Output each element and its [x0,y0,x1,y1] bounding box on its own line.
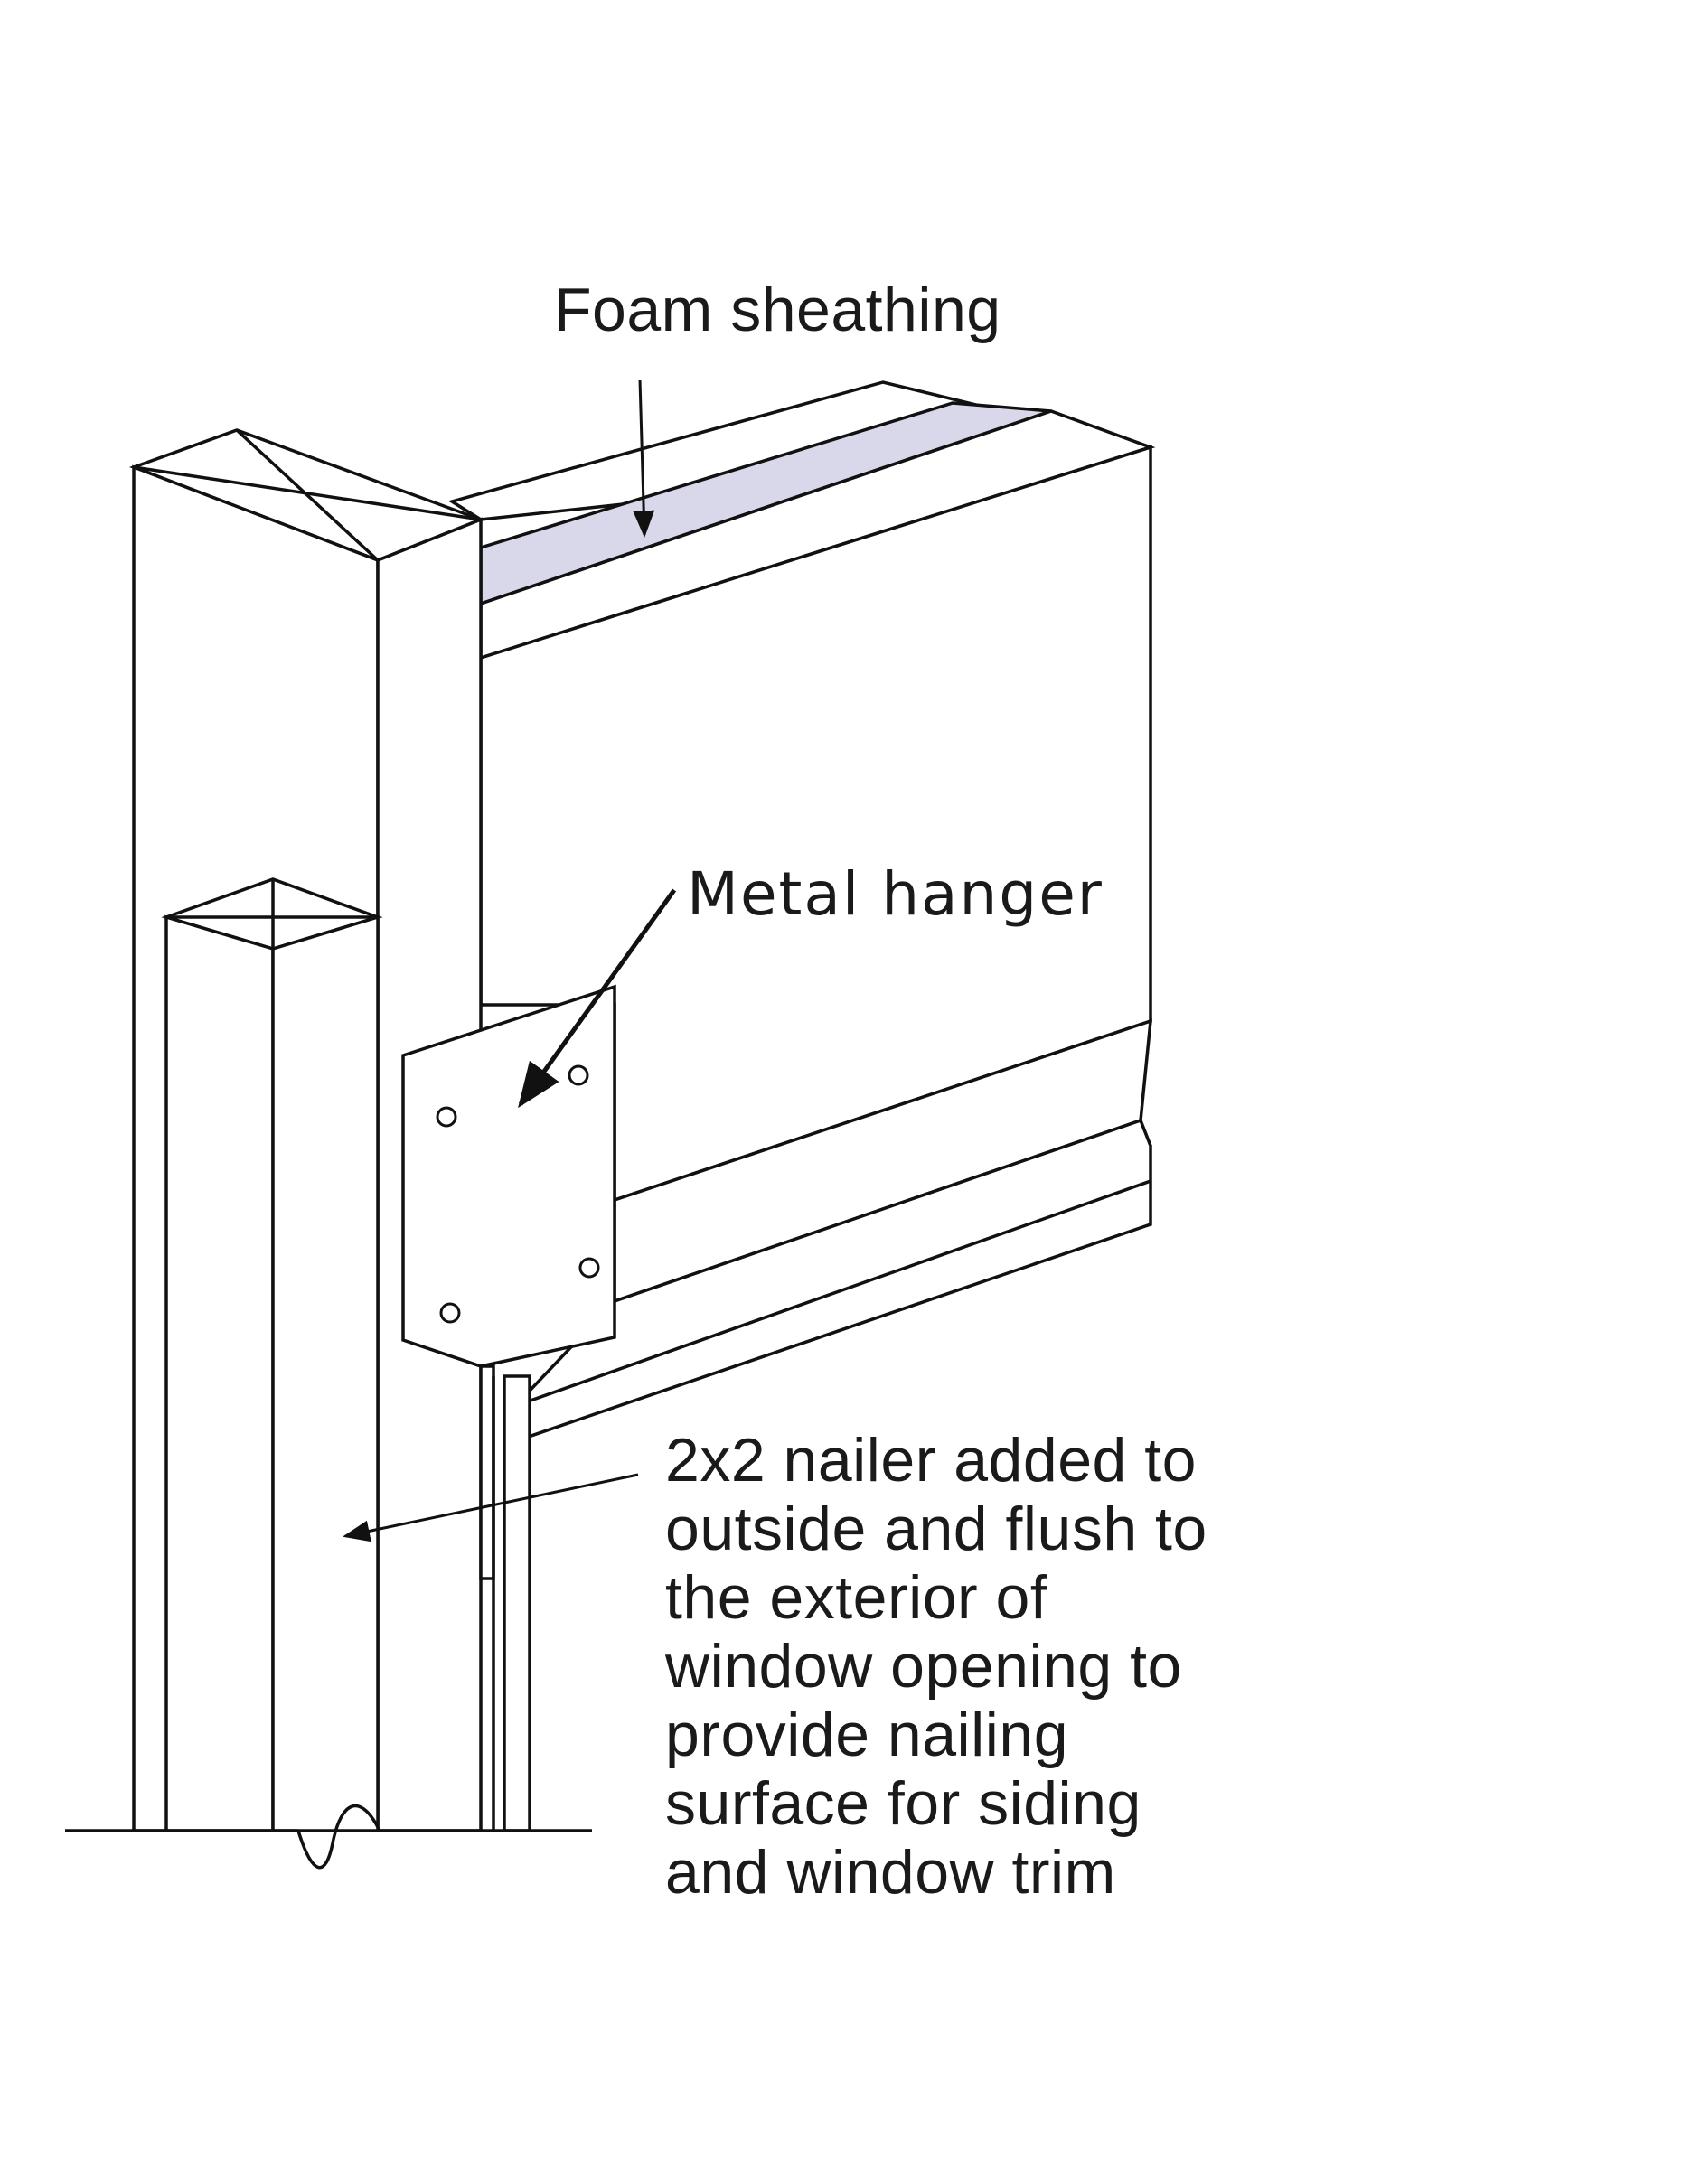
metal-hanger-plate [401,984,616,1368]
metal-hanger [401,984,616,1368]
nail-hole-icon [568,1064,589,1086]
short-stud-front [164,914,275,1832]
nail-hole-icon [439,1302,461,1324]
nail-hole-icon [578,1257,600,1279]
metal-hanger-label: Metal hanger [687,859,1104,929]
ground-line [65,1804,592,1870]
short-stud [161,877,383,1832]
foam-sheathing-label: Foam sheathing [554,276,1001,344]
hanger-arrow [518,888,677,1109]
break-symbol [296,1804,381,1870]
tall-stud-top-diag2 [235,428,380,562]
nailer-note-label: 2x2 nailer added to outside and flush to… [665,1426,1207,1907]
nail-hole-icon [436,1106,457,1128]
nailer-strip-inner [479,1364,495,1580]
ledge-edge [514,1179,1151,1408]
nailer-strips [479,1364,531,1832]
foam-arrow [633,379,655,538]
nailer-strip-outer [503,1374,531,1832]
nailer-arrow [343,1473,639,1542]
short-stud-side [271,914,380,1832]
